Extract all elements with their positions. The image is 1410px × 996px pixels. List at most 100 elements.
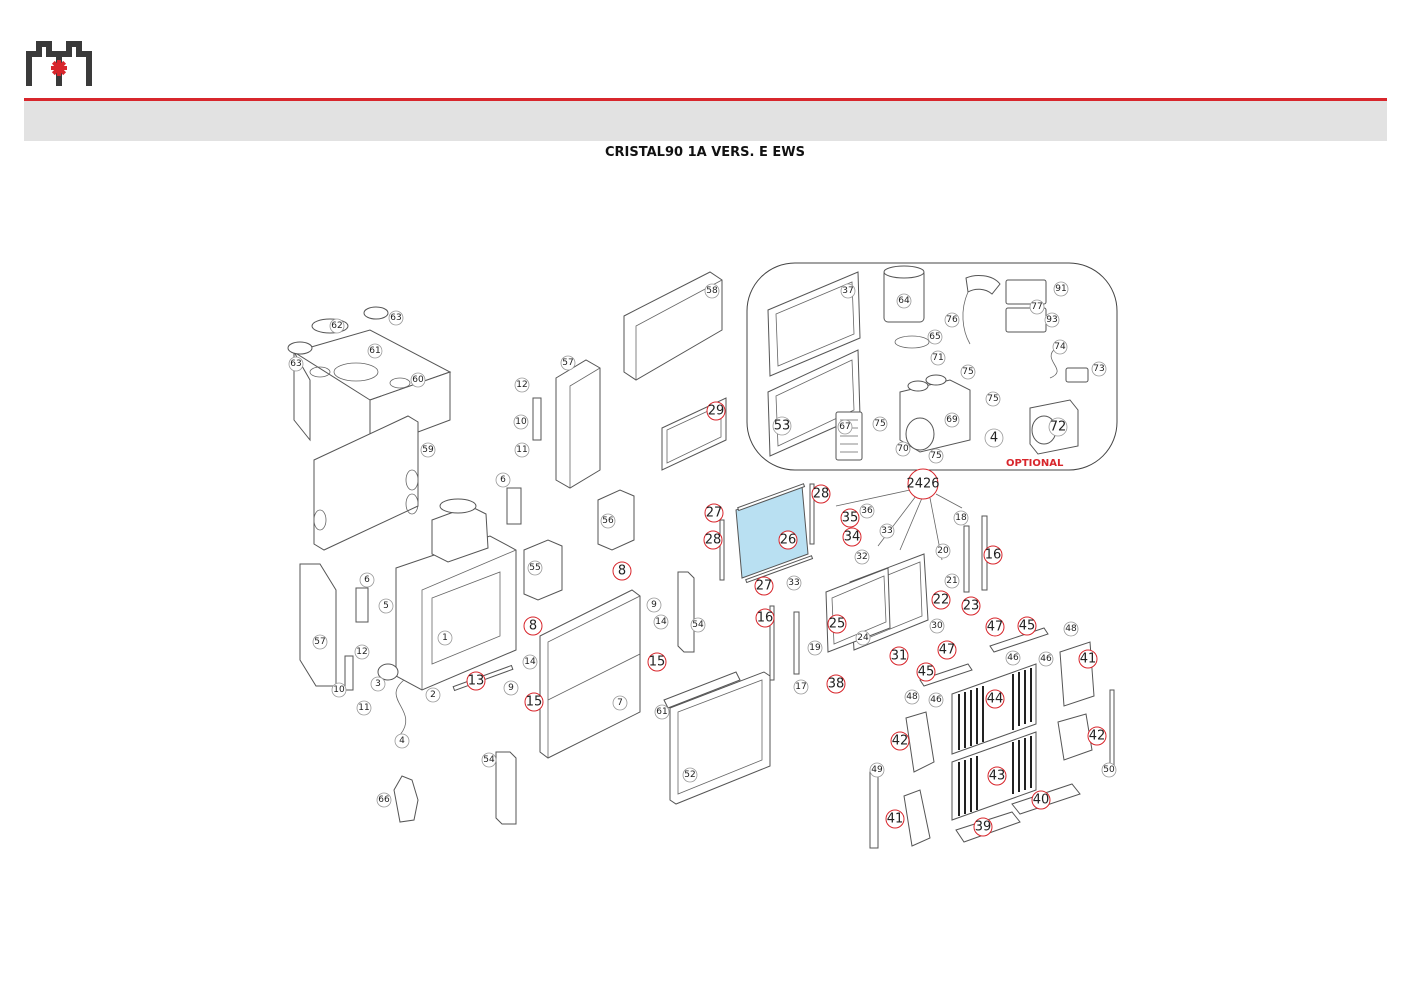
- part-54-bracket: [677, 571, 695, 653]
- part-label-text: 56: [602, 516, 614, 526]
- part-label-circle: [646, 597, 662, 613]
- part-label-25: 25: [827, 614, 847, 634]
- part-label-33: 33: [786, 575, 802, 591]
- part-label-circle: [437, 630, 453, 646]
- part-label-circle: [755, 608, 775, 628]
- part-label-text: 63: [390, 313, 401, 323]
- part-label-30: 30: [929, 618, 945, 634]
- part-label-text: 35: [842, 511, 859, 526]
- part-label-circle: [514, 377, 530, 393]
- part-label-text: 14: [655, 617, 667, 627]
- part-label-text: 50: [1103, 765, 1115, 775]
- optional-kit-parts: [767, 265, 1089, 461]
- part-label-41: 41: [885, 809, 905, 829]
- part-label-circle: [425, 687, 441, 703]
- part-label-circle: [1063, 621, 1079, 637]
- part-10-tube-lower: [344, 655, 354, 691]
- part-label-63: 63: [288, 356, 304, 372]
- part-label-circle: [394, 733, 410, 749]
- part-label-62: 62: [329, 318, 345, 334]
- part-label-text: 45: [918, 665, 935, 680]
- part-label-text: 47: [939, 643, 956, 658]
- part-label-61: 61: [367, 343, 383, 359]
- part-label-circle: [1052, 339, 1068, 355]
- part-label-67: 67: [837, 419, 853, 435]
- part-label-text: 76: [946, 315, 958, 325]
- part-label-text: 1: [442, 633, 448, 643]
- part-label-circle: [1101, 762, 1117, 778]
- part-label-circle: [288, 356, 304, 372]
- part-label-13: 13: [466, 671, 486, 691]
- part-label-circle: [960, 364, 976, 380]
- part-label-circle: [869, 762, 885, 778]
- part-label-42: 42: [1087, 726, 1107, 746]
- part-label-text: 75: [930, 451, 941, 461]
- part-label-text: 10: [333, 685, 345, 695]
- part-label-text: 93: [1046, 315, 1057, 325]
- part-label-35: 35: [840, 508, 860, 528]
- part-label-circle: [376, 792, 392, 808]
- part-label-21: 21: [944, 573, 960, 589]
- part-label-text: 42: [1089, 729, 1106, 744]
- part-label-text: 61: [656, 707, 667, 717]
- part-label-circle: [937, 640, 957, 660]
- part-label-15: 15: [647, 652, 667, 672]
- part-label-6: 6: [359, 572, 375, 588]
- part-label-circle: [944, 312, 960, 328]
- part-label-circle: [600, 513, 616, 529]
- part-label-circle: [855, 630, 871, 646]
- part-4-cable: [395, 679, 407, 736]
- part-label-text: 58: [706, 286, 718, 296]
- part-label-circle: [973, 817, 993, 837]
- part-label-text: 48: [1065, 624, 1077, 634]
- part-label-circle: [524, 692, 544, 712]
- part-label-52: 52: [682, 767, 698, 783]
- part-label-46: 46: [1005, 650, 1021, 666]
- part-label-circle: [793, 679, 809, 695]
- part-label-46: 46: [928, 692, 944, 708]
- part-label-text: 39: [975, 820, 992, 835]
- part-label-74: 74: [1052, 339, 1068, 355]
- part-55-block: [523, 539, 563, 601]
- part-label-circle: [807, 640, 823, 656]
- part-label-42: 42: [890, 731, 910, 751]
- part-label-text: 27: [706, 506, 723, 521]
- part-label-text: 46: [1007, 653, 1019, 663]
- part-label-33: 33: [879, 523, 895, 539]
- page-title: CRISTAL90 1A VERS. E EWS: [605, 145, 805, 160]
- part-63-collar: [363, 306, 389, 320]
- part-label-9: 9: [503, 680, 519, 696]
- part-label-circle: [826, 674, 846, 694]
- part-label-circle: [706, 401, 726, 421]
- part-label-circle: [904, 689, 920, 705]
- part-label-circle: [985, 689, 1005, 709]
- part-label-circle: [1031, 790, 1051, 810]
- part-42-firebrick-right: [1057, 713, 1093, 761]
- part-label-23: 23: [961, 596, 981, 616]
- part-label-2426: 2426: [906, 468, 940, 500]
- part-label-text: 33: [881, 526, 892, 536]
- part-label-77: 77: [1029, 299, 1045, 315]
- part-label-12: 12: [354, 644, 370, 660]
- part-label-circle: [985, 617, 1005, 637]
- part-label-text: 29: [708, 404, 725, 419]
- part-63-collar: [287, 341, 313, 355]
- part-label-circle: [654, 704, 670, 720]
- part-label-53: 53: [772, 416, 792, 436]
- part-label-12: 12: [514, 377, 530, 393]
- part-label-circle: [312, 634, 328, 650]
- part-label-1: 1: [437, 630, 453, 646]
- part-label-54: 54: [481, 752, 497, 768]
- part-label-text: 12: [356, 647, 367, 657]
- part-label-91: 91: [1053, 281, 1069, 297]
- part-label-text: 59: [422, 445, 434, 455]
- part-label-circle: [1091, 361, 1107, 377]
- part-label-text: 42: [892, 734, 909, 749]
- part-label-text: 11: [516, 445, 527, 455]
- part-label-text: 57: [562, 358, 573, 368]
- part-label-circle: [872, 416, 888, 432]
- part-label-text: 75: [987, 394, 998, 404]
- part-label-19: 19: [807, 640, 823, 656]
- part-28-strip: [809, 483, 815, 545]
- header-red-rule: [24, 98, 1387, 101]
